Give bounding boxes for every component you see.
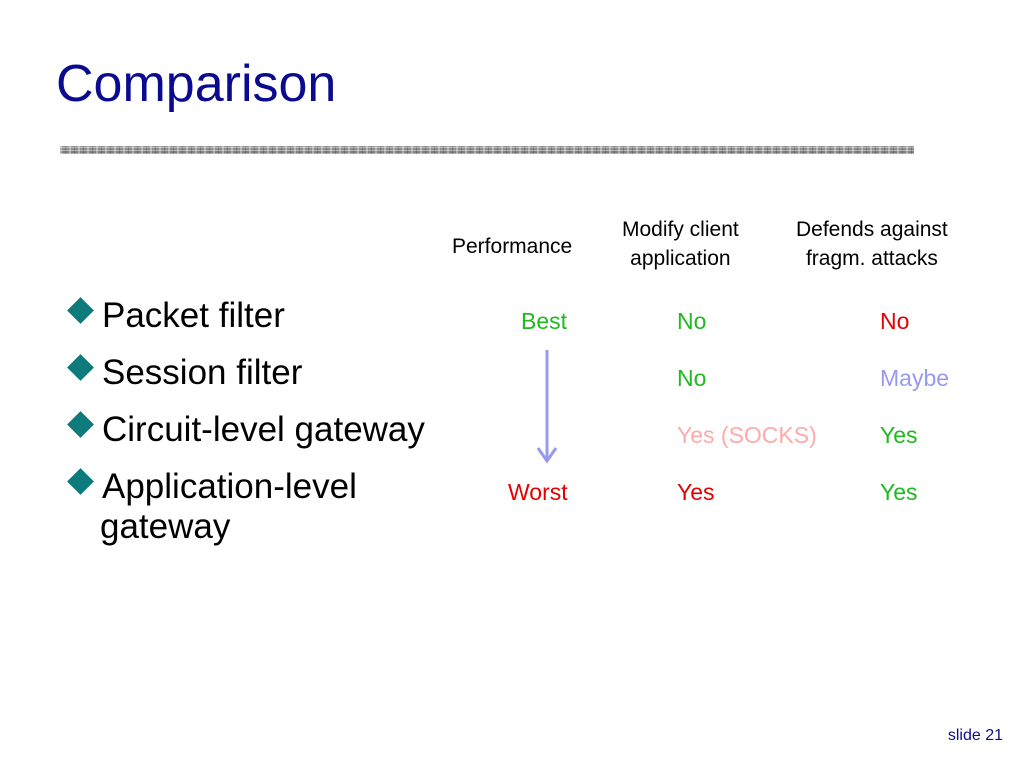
list-item: Application-level gateway: [64, 467, 357, 546]
column-header-modify-client-line2: application: [630, 247, 731, 270]
cell-session-filter-modify: No: [677, 365, 707, 391]
slide-number: slide 21: [947, 727, 1003, 744]
diamond-bullet-icon: [67, 297, 94, 324]
list-item: Circuit-level gateway: [64, 410, 425, 450]
list-item-label-continuation: gateway: [100, 507, 231, 546]
cell-application-gateway-defends: Yes: [880, 479, 918, 505]
list-item-label: Application-level: [102, 467, 357, 506]
slide-title: Comparison: [56, 55, 337, 113]
diamond-bullet-icon: [67, 354, 94, 381]
down-arrow-icon: [536, 350, 558, 464]
cell-session-filter-defends: Maybe: [880, 365, 950, 391]
list-item-label: Packet filter: [102, 296, 285, 335]
cell-packet-filter-modify: No: [677, 308, 707, 334]
cell-circuit-gateway-modify: Yes (SOCKS): [677, 422, 817, 448]
cell-application-gateway-modify: Yes: [677, 479, 715, 505]
column-header-modify-client-line1: Modify client: [622, 218, 739, 241]
column-header-performance-text: Performance: [452, 235, 573, 258]
cell-circuit-gateway-defends: Yes: [880, 422, 918, 448]
column-header-defends-line2: fragm. attacks: [805, 247, 938, 270]
column-header-defends: Defends against fragm. attacks: [796, 215, 948, 273]
diamond-bullet-icon: [67, 411, 94, 438]
list-item: Packet filter: [64, 296, 285, 336]
list-item: Session filter: [64, 353, 302, 393]
list-item-label: Circuit-level gateway: [102, 410, 425, 449]
column-header-modify-client: Modify client application: [622, 215, 739, 273]
cell-packet-filter-performance: Best: [521, 308, 568, 334]
cell-application-gateway-performance: Worst: [508, 479, 568, 505]
column-header-performance: Performance: [452, 232, 572, 261]
column-header-defends-line1: Defends against: [796, 218, 948, 241]
list-item-label: Session filter: [102, 353, 303, 392]
title-divider: [60, 146, 914, 154]
diamond-bullet-icon: [67, 468, 94, 495]
cell-packet-filter-defends: No: [880, 308, 910, 334]
